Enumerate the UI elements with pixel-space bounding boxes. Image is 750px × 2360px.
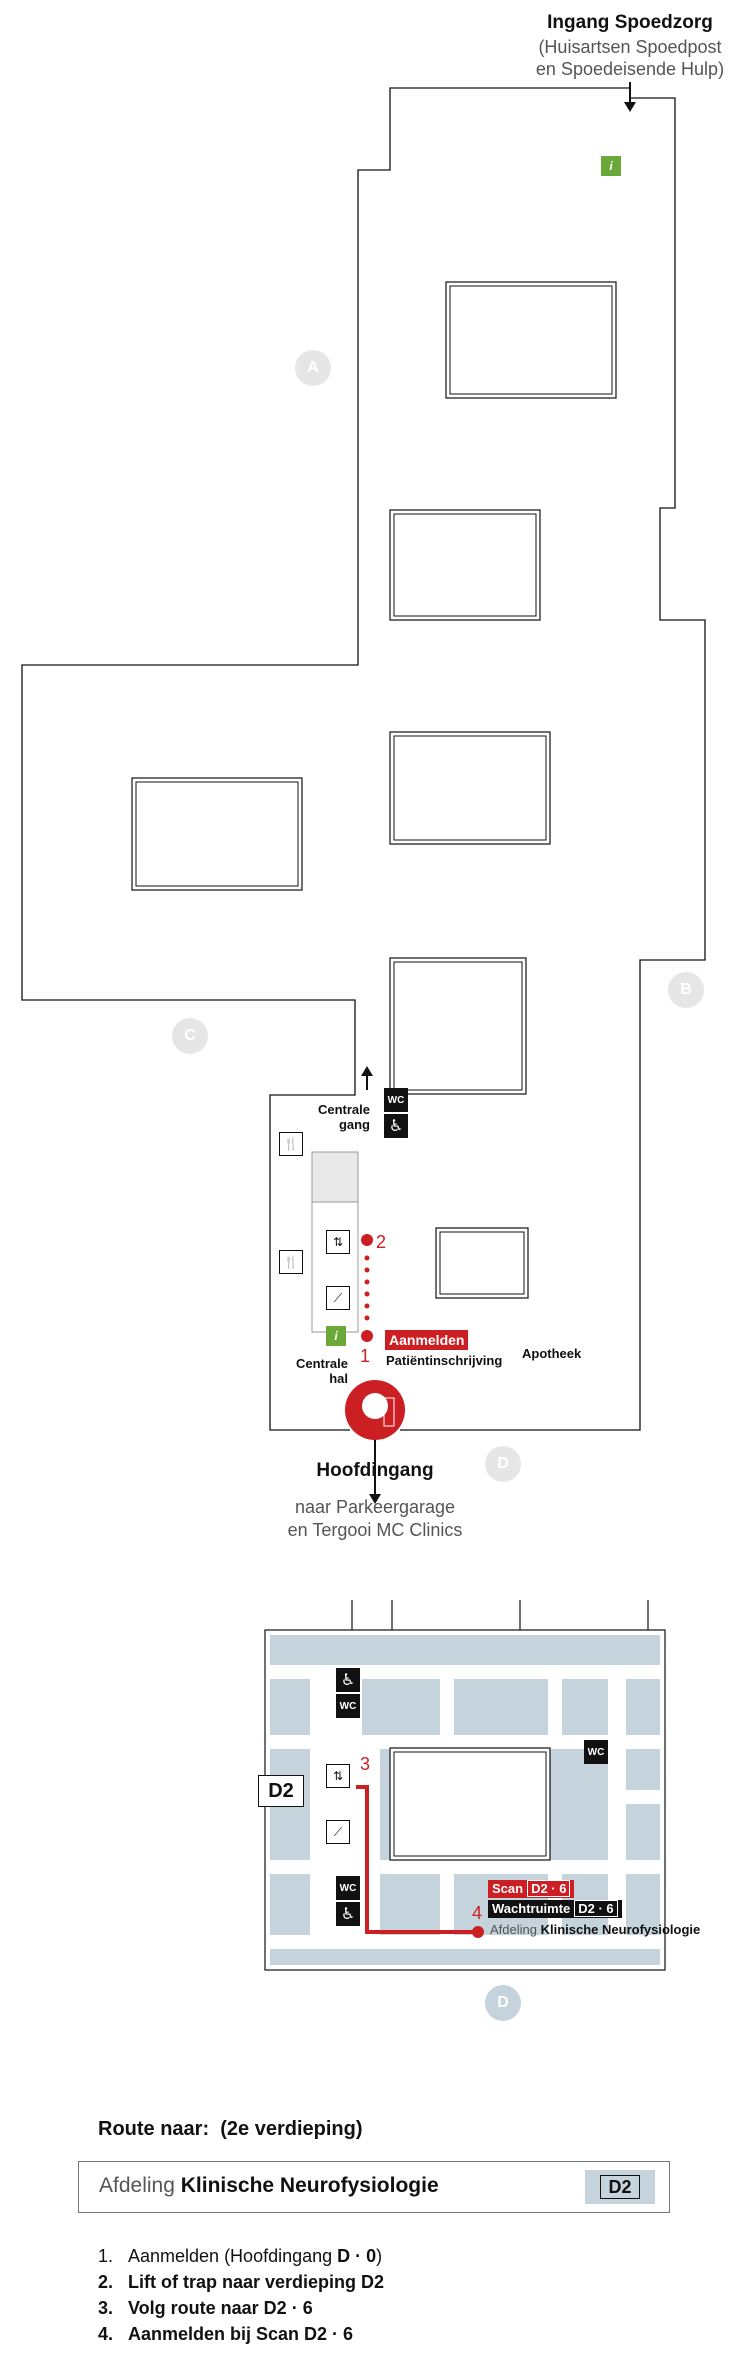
route-step-1-marker: 1	[360, 1346, 371, 1366]
zone-b-marker: B	[668, 972, 704, 1008]
entrance-spoedzorg-title: Ingang Spoedzorg	[547, 12, 713, 33]
route-step-4-marker: 4	[472, 1903, 483, 1923]
main-entrance-sub1: naar Parkeergarage	[294, 1497, 456, 1517]
wc-icon: WC	[584, 1740, 608, 1764]
wachtruimte-tag-label: Wachtruimte	[492, 1901, 571, 1916]
route-title-label: Route naar:	[98, 2118, 210, 2140]
route-step-3-marker: 3	[360, 1754, 371, 1774]
afdeling-prefix: Afdeling	[490, 1922, 537, 1937]
restaurant-icon: 🍴	[279, 1132, 303, 1156]
wachtruimte-tag-code: D2 · 6	[574, 1900, 618, 1917]
destination-text: Afdeling Klinische Neurofysiologie	[99, 2174, 439, 2198]
centrale-hal-label-2: hal	[329, 1371, 348, 1386]
afdeling-label: Afdeling Klinische Neurofysiologie	[490, 1922, 700, 1937]
zone-c-marker: C	[172, 1018, 208, 1054]
route-title: Route naar: (2e verdieping)	[98, 2118, 363, 2141]
entrance-spoedzorg-sub1: (Huisartsen Spoedpost	[538, 37, 722, 57]
zone-d-marker-floor2: D	[485, 1985, 521, 2021]
wheelchair-icon: ♿	[336, 1668, 360, 1692]
route-steps-list: 1.Aanmelden (Hoofdingang D · 0) 2.Lift o…	[98, 2243, 384, 2347]
destination-floor-badge: D2	[585, 2170, 655, 2204]
zone-a-marker: A	[295, 350, 331, 386]
stairs-icon: ⟋	[326, 1286, 350, 1310]
wc-icon: WC	[336, 1876, 360, 1900]
destination-name: Klinische Neurofysiologie	[180, 2174, 439, 2197]
centrale-hal-label-1: Centrale	[295, 1356, 348, 1371]
route-step: 4.Aanmelden bij Scan D2 · 6	[98, 2324, 354, 2344]
floor-d2-label: D2	[258, 1775, 304, 1807]
wheelchair-icon: ♿	[384, 1114, 408, 1138]
wc-icon: WC	[336, 1694, 360, 1718]
route-step: 1.Aanmelden (Hoofdingang D · 0)	[98, 2246, 383, 2266]
elevator-icon: ⇅	[326, 1764, 350, 1788]
patientinschrijving-label: Patiëntinschrijving	[386, 1353, 503, 1368]
zone-d-marker: D	[485, 1446, 521, 1482]
main-entrance-sub2: en Tergooi MC Clinics	[287, 1520, 463, 1540]
restaurant-icon: 🍴	[279, 1250, 303, 1274]
route-floor-label: (2e verdieping)	[220, 2118, 363, 2140]
destination-floor-code: D2	[600, 2175, 640, 2199]
centrale-gang-label-1: Centrale	[317, 1102, 370, 1117]
centrale-gang-label-2: gang	[338, 1117, 370, 1132]
scan-tag-label: Scan	[492, 1881, 524, 1896]
info-icon: i	[326, 1326, 346, 1346]
aanmelden-tag: Aanmelden	[385, 1330, 469, 1350]
stairs-icon: ⟋	[326, 1820, 350, 1844]
scan-tag-code: D2 · 6	[527, 1880, 571, 1897]
wc-icon: WC	[384, 1088, 408, 1112]
afdeling-name: Klinische Neurofysiologie	[540, 1922, 701, 1937]
wheelchair-icon: ♿	[336, 1902, 360, 1926]
entrance-spoedzorg-sub2: en Spoedeisende Hulp)	[535, 59, 725, 79]
destination-prefix: Afdeling	[99, 2174, 175, 2197]
destination-box: Afdeling Klinische Neurofysiologie D2	[78, 2161, 670, 2213]
apotheek-label: Apotheek	[522, 1346, 582, 1361]
route-step: 3.Volg route naar D2 · 6	[98, 2298, 313, 2318]
route-step: 2.Lift of trap naar verdieping D2	[98, 2272, 385, 2292]
main-entrance-title: Hoofdingang	[316, 1460, 434, 1481]
route-step-2-marker: 2	[376, 1232, 387, 1252]
elevator-icon: ⇅	[326, 1230, 350, 1254]
info-icon: i	[601, 156, 621, 176]
